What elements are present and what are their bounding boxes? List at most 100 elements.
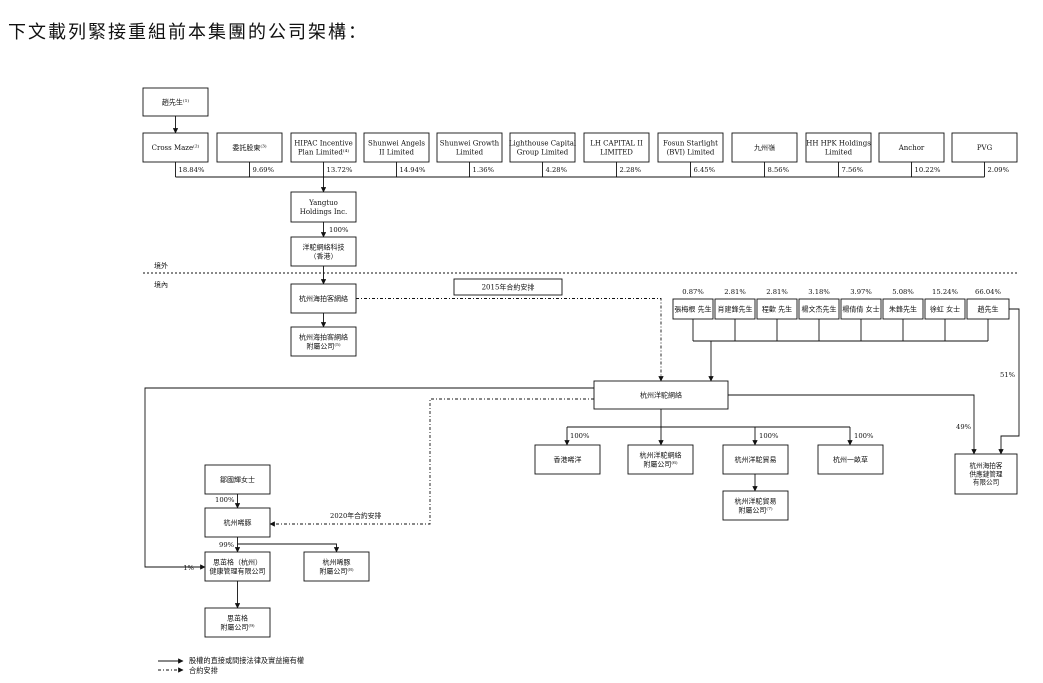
entity-label: 杭州唏豚 (224, 518, 252, 527)
entity-box-hk-xiyang: 香港唏洋 (534, 444, 601, 475)
entity-label: 張梅根 先生 (674, 304, 711, 313)
contract-2020-label: 2020年合約安排 (330, 511, 381, 520)
entity-label: 健康管理有限公司 (210, 566, 266, 575)
entity-box-hz-yicao: 杭州一畝草 (817, 444, 884, 475)
entity-label: II Limited (379, 148, 414, 156)
percent-label-anchor: 10.22% (915, 166, 941, 174)
percent-label-sh-cheng: 2.81% (766, 288, 788, 296)
entity-box-mr-zhao-top: 趙先生⁽¹⁾ (142, 87, 209, 117)
entity-label: Cross Maze⁽²⁾ (152, 143, 200, 152)
entity-box-entrusted-shares: 委託股東⁽³⁾ (216, 132, 283, 163)
entity-label: 思茁格（杭州） (213, 558, 262, 567)
percent-label-to-hz-yt-trade: 100% (759, 432, 779, 440)
entity-label: 杭州海拍客網絡 (299, 333, 348, 342)
entity-box-ms-zou: 鄒國輝女士 (204, 464, 271, 495)
percent-label-jiuzhouling: 8.56% (768, 166, 790, 174)
percent-label-sh-zhao: 66.04% (975, 288, 1001, 296)
entity-label: 杭州洋駝網絡 (640, 390, 682, 399)
entity-box-sizhuge: 思茁格（杭州）健康管理有限公司 (204, 551, 271, 582)
percent-label-lighthouse: 4.28% (546, 166, 568, 174)
entity-label: （香港） (310, 251, 338, 260)
entity-box-hz-xitun: 杭州唏豚 (204, 507, 271, 538)
entity-label: 杭州洋駝貿易 (735, 497, 777, 506)
entity-box-hz-yt-trade: 杭州洋駝貿易 (722, 444, 789, 475)
entity-label: 徐虹 女士 (930, 304, 960, 313)
entity-box-sh-zhang: 張梅根 先生 (672, 298, 714, 320)
legend-solid-label: 股權的直接或間接法律及實益擁有權 (189, 656, 304, 665)
entity-box-jiuzhouling: 九州嶺 (731, 132, 798, 163)
entity-label: LIMITED (600, 148, 633, 156)
entity-label: 供應鏈管理 (970, 469, 1003, 478)
percent-label-hipac: 13.72% (327, 166, 353, 174)
entity-label: Fosun Starlight (663, 140, 718, 148)
entity-box-hz-yangtuo: 杭州洋駝網絡 (593, 380, 729, 410)
entity-box-sh-xiao: 肖建鋒先生 (714, 298, 756, 320)
entity-label: PVG (977, 144, 993, 152)
entity-boxes: 趙先生⁽¹⁾ Cross Maze⁽²⁾ 委託股東⁽³⁾HIPAC Incentiv… (142, 87, 1018, 638)
entity-box-cross-maze: Cross Maze⁽²⁾ (142, 132, 209, 163)
entity-label: 思茁格 (227, 614, 248, 623)
entity-label: 洋駝網絡科技 (303, 243, 345, 252)
entity-label: 杭州海拍客網絡 (299, 294, 348, 303)
entity-box-sh-cheng: 程歡 先生 (756, 298, 798, 320)
entity-label: Lighthouse Capital (509, 140, 577, 148)
entity-label: 附屬公司⁽⁸⁾ (319, 566, 354, 575)
entity-label: Limited (456, 148, 484, 156)
entity-box-sh-xu: 徐虹 女士 (924, 298, 966, 320)
percent-label-sh-xu: 15.24% (932, 288, 958, 296)
entity-label: Holdings Inc. (300, 208, 348, 216)
entity-label: (BVI) Limited (667, 148, 715, 156)
entity-label: Anchor (898, 144, 925, 152)
yt-to-supply-line (728, 394, 977, 455)
entity-box-hz-haipaike: 杭州海拍客網絡 (290, 283, 357, 314)
entity-label: Plan Limited⁽⁴⁾ (298, 147, 350, 156)
percent-label-lh-capital: 2.28% (620, 166, 642, 174)
entity-box-contract-2015: 2015年合約安排 (453, 278, 563, 296)
entity-box-yt-hk: 洋駝網絡科技（香港） (290, 236, 357, 267)
entity-label: 附屬公司⁽⁹⁾ (220, 622, 255, 631)
entity-label: 杭州洋駝網絡 (640, 451, 682, 460)
connector-lines (143, 116, 1020, 609)
entity-box-sh-yang: 楊文杰先生 (798, 298, 840, 320)
entity-label: 九州嶺 (754, 143, 775, 152)
entity-label: 杭州唏豚 (323, 558, 351, 567)
entity-box-sh-zhao: 趙先生 (966, 298, 1010, 320)
entity-label: 楊倩倩 女士 (842, 304, 879, 313)
percent-label-yt-to-sizhuge: 1% (183, 564, 194, 572)
entity-label: 杭州洋駝貿易 (735, 455, 777, 464)
contract-2020-line (269, 398, 594, 527)
entity-label: Shunwei Growth (440, 140, 500, 148)
entity-label: 附屬公司⁽⁵⁾ (306, 341, 341, 350)
percent-label-yangtuo-to-hk: 100% (329, 226, 349, 234)
yt-to-sizhuge-line (144, 387, 594, 570)
percent-label-sh-yang: 3.18% (808, 288, 830, 296)
percent-label-zou-to-xitun: 100% (215, 496, 235, 504)
zhao-to-supply-line (998, 308, 1020, 455)
percent-label-hh-hpk: 7.56% (842, 166, 864, 174)
entity-label: 2015年合約安排 (482, 282, 535, 291)
entity-label: 杭州一畝草 (833, 455, 868, 464)
entity-label: 趙先生 (978, 304, 999, 313)
entity-box-sh-zhu: 朱鋒先生 (882, 298, 924, 320)
percent-label-to-hk-xiyang: 100% (570, 432, 590, 440)
entity-label: 鄒國輝女士 (220, 475, 255, 484)
entity-label: Shunwei Angels (368, 140, 425, 148)
percent-label-sh-xiao: 2.81% (724, 288, 746, 296)
percent-label-pvg: 2.09% (988, 166, 1010, 174)
entity-label: 肖建鋒先生 (718, 304, 753, 313)
entity-box-fosun: Fosun Starlight(BVI) Limited (657, 132, 724, 163)
entity-label: 附屬公司⁽⁷⁾ (738, 505, 773, 514)
percent-label-yt-to-supply: 49% (956, 423, 972, 431)
legend-dashed-label: 合約安排 (189, 666, 218, 675)
page-heading: 下文載列緊接重組前本集團的公司架構： (8, 22, 368, 43)
